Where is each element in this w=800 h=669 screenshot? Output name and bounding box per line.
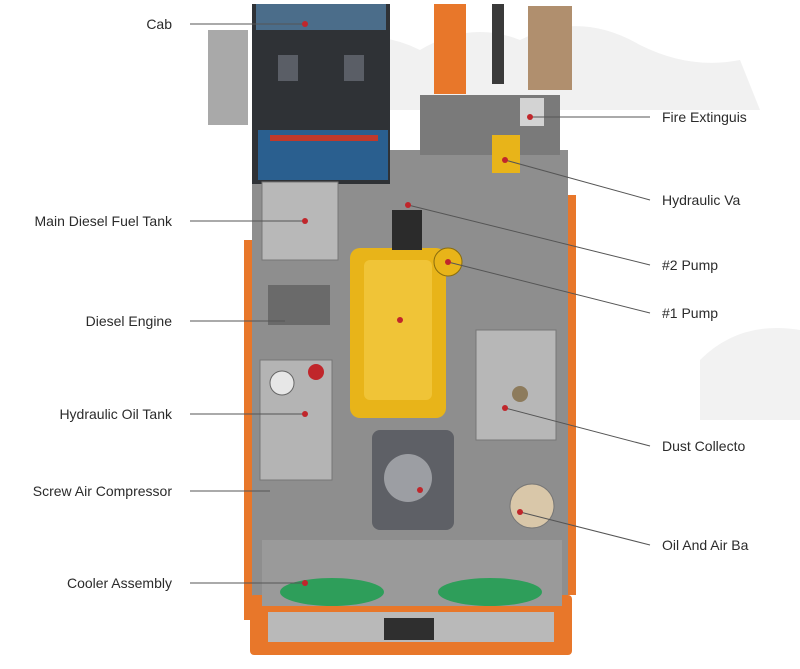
label-diesel-engine: Diesel Engine (85, 313, 172, 329)
cooler-fan-right (438, 578, 542, 606)
compressor-head (384, 454, 432, 502)
side-rail-left (244, 240, 254, 620)
cab-stripe (270, 135, 378, 141)
cab-roof (256, 4, 386, 30)
cooler-fan-left (280, 578, 384, 606)
hydraulic-tank-gauge (269, 370, 295, 396)
hydraulic-valve-block (492, 135, 520, 173)
drill-rod-rack (528, 6, 572, 90)
rear-plate (384, 618, 434, 640)
dust-collector (475, 329, 557, 441)
boom-mast (492, 4, 504, 84)
dust-collector-port (512, 386, 528, 402)
label-hydraulic-valve: Hydraulic Va (662, 192, 741, 208)
leader-lines-right (407, 116, 651, 546)
label-cooler-assembly: Cooler Assembly (66, 575, 172, 591)
label-cab: Cab (146, 16, 172, 32)
side-rail-right (566, 195, 576, 595)
cab-seat-right (344, 55, 364, 81)
ladder (208, 30, 248, 125)
boom-arm (434, 4, 466, 94)
engine-top (364, 260, 432, 400)
control-panel (268, 285, 330, 325)
pump-2 (392, 210, 422, 250)
fire-extinguisher-body (520, 98, 544, 126)
background-mountains-right (700, 328, 800, 420)
label-pump-1: #1 Pump (662, 305, 719, 321)
label-oil-and-air-barrel: Oil And Air Ba (662, 537, 749, 553)
oil-air-separator (509, 483, 555, 529)
label-screw-air-compressor: Screw Air Compressor (32, 483, 172, 499)
cab-seat-left (278, 55, 298, 81)
leader-lines-left (190, 23, 305, 584)
label-hydraulic-oil-tank: Hydraulic Oil Tank (59, 406, 172, 422)
label-dust-collector: Dust Collecto (662, 438, 746, 454)
label-fire-extinguisher: Fire Extinguis (662, 109, 747, 125)
hydraulic-tank-cap (308, 364, 324, 380)
component-markers (302, 21, 533, 586)
label-main-diesel-fuel-tank: Main Diesel Fuel Tank (34, 213, 172, 229)
label-pump-2: #2 Pump (662, 257, 719, 273)
